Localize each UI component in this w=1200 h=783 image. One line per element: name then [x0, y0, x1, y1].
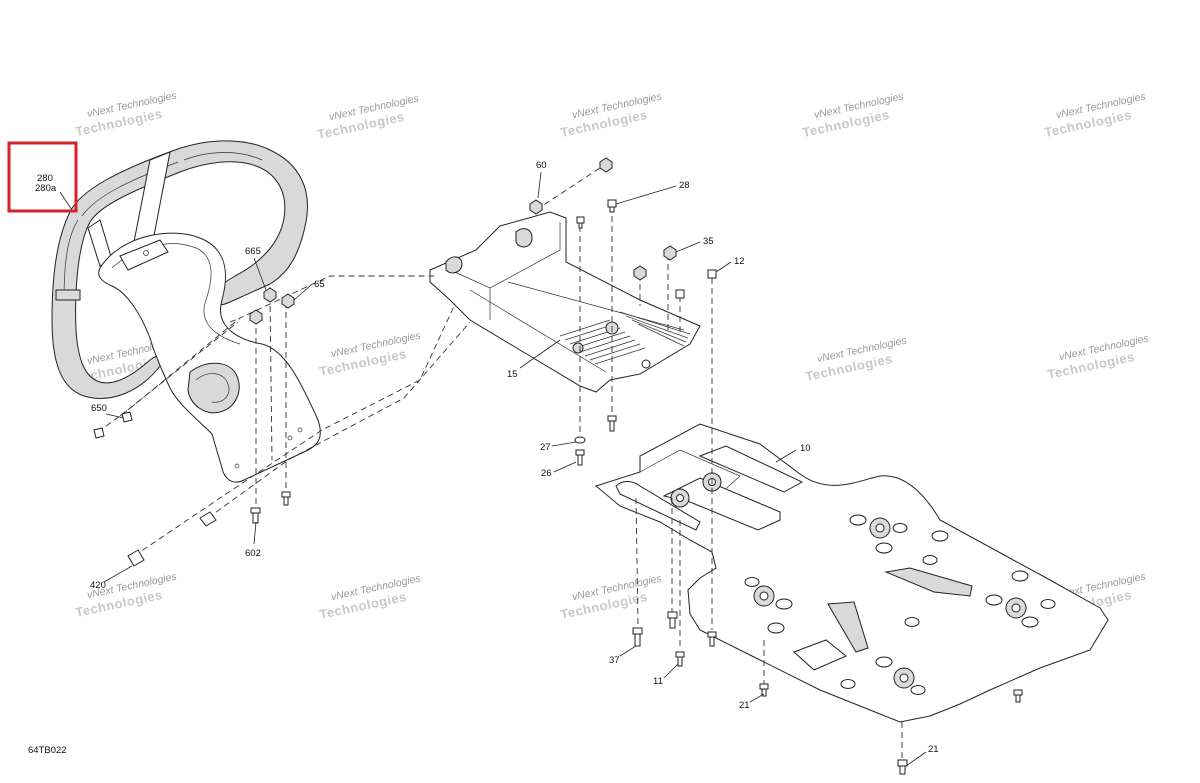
fastener-group [93, 157, 1023, 775]
callout-28[interactable]: 28 [679, 180, 690, 191]
callout-10[interactable]: 10 [800, 443, 811, 454]
callout-420[interactable]: 420 [90, 580, 106, 591]
screw-skid-4[interactable] [607, 415, 617, 432]
callout-labels: 60 28 35 12 665 65 15 650 27 26 10 602 4… [90, 160, 939, 755]
nut-65[interactable] [281, 293, 295, 309]
nut-60[interactable] [529, 199, 543, 215]
nut-665[interactable] [263, 287, 277, 303]
skid-plate-part-15[interactable] [429, 211, 701, 393]
callout-665[interactable]: 665 [245, 246, 261, 257]
bolt-37b[interactable] [667, 611, 678, 629]
front-bracket-plate[interactable] [98, 232, 321, 483]
bolt-21a[interactable] [759, 683, 769, 697]
nut-skid-2[interactable] [633, 265, 647, 281]
callout-21[interactable]: 21 [739, 700, 750, 711]
callout-26[interactable]: 26 [541, 468, 552, 479]
clip-650[interactable] [93, 411, 133, 439]
screw-26[interactable] [575, 449, 585, 466]
callout-12[interactable]: 12 [734, 256, 745, 267]
bolt-21b[interactable] [897, 759, 908, 775]
washer-27[interactable] [574, 436, 586, 444]
callout-37[interactable]: 37 [609, 655, 620, 666]
callout-15[interactable]: 15 [507, 369, 518, 380]
belly-pan-holes [744, 514, 1056, 695]
callout-650[interactable]: 650 [91, 403, 107, 414]
bolt-belly-edge[interactable] [1013, 689, 1023, 703]
callout-65[interactable]: 65 [314, 279, 325, 290]
callout-21[interactable]: 21 [928, 744, 939, 755]
highlighted-callout-280[interactable]: 280 280a [7, 141, 78, 213]
nut-bracket[interactable] [249, 309, 263, 325]
highlight-box [7, 141, 78, 213]
drawing-code: 64TB022 [28, 745, 67, 756]
callout-leader-lines [59, 171, 927, 767]
front-bumper-part-280[interactable] [51, 140, 308, 399]
bolt-skid-1[interactable] [576, 216, 585, 229]
callout-11[interactable]: 11 [653, 676, 663, 687]
assembly-alignment-lines [97, 163, 903, 760]
callout-280[interactable]: 280 [37, 173, 53, 184]
nut-35[interactable] [663, 245, 677, 261]
screw-420[interactable] [127, 549, 145, 567]
callout-280a[interactable]: 280a [35, 183, 57, 194]
bolt-37[interactable] [632, 627, 643, 647]
callout-602[interactable]: 602 [245, 548, 261, 559]
callout-60[interactable]: 60 [536, 160, 547, 171]
callout-27[interactable]: 27 [540, 442, 551, 453]
belly-pan-part-10[interactable] [594, 423, 1109, 723]
belly-pan-bosses [670, 472, 1027, 689]
screw-602[interactable] [250, 507, 261, 524]
bolt-12[interactable] [707, 269, 717, 279]
bolt-skid-3[interactable] [675, 289, 685, 299]
bolt-28[interactable] [607, 199, 617, 213]
screw-bracket-2[interactable] [281, 491, 291, 506]
callout-35[interactable]: 35 [703, 236, 714, 247]
nut-top[interactable] [599, 157, 613, 173]
bolt-11[interactable] [675, 651, 685, 667]
bolt-11b[interactable] [707, 631, 717, 647]
screw-bracket-3[interactable] [199, 511, 217, 527]
